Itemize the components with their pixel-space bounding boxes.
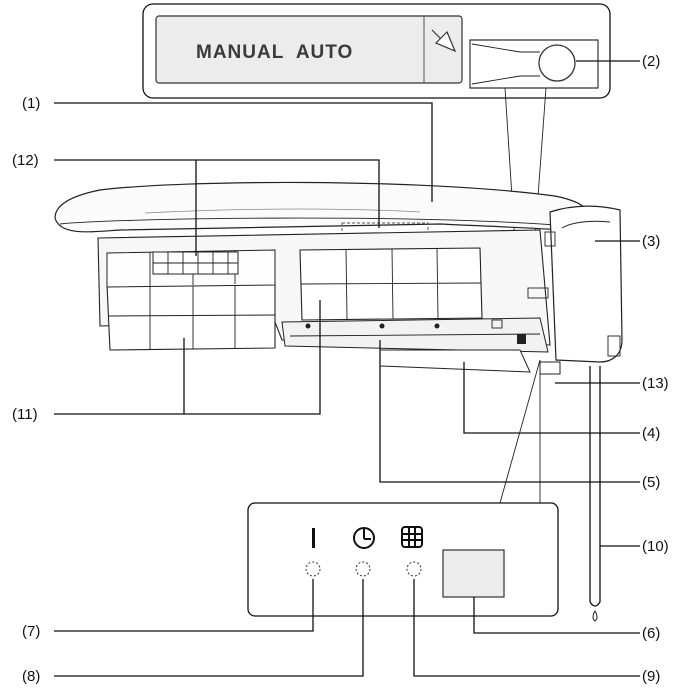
filter-lamp <box>406 561 422 577</box>
manual-auto-switch-zoom <box>469 39 599 89</box>
callout-6: (6) <box>642 625 660 642</box>
callout-10: (10) <box>642 538 669 555</box>
front-panel <box>54 181 589 233</box>
filter-grid-icon <box>401 526 423 548</box>
callout-9: (9) <box>642 668 660 685</box>
manual-auto-label: MANUAL AUTO <box>196 42 353 63</box>
indicator-zoom-panel <box>247 359 559 617</box>
callout-7: (7) <box>22 623 40 640</box>
callout-2: (2) <box>642 53 660 70</box>
drain-hose <box>589 366 601 622</box>
timer-lamp <box>355 561 371 577</box>
water-drop-icon <box>592 609 598 622</box>
timer-icon <box>353 527 375 549</box>
deodorizing-filter-left <box>152 251 239 275</box>
callout-5: (5) <box>642 474 660 491</box>
arrow-icon <box>431 29 457 53</box>
power-lamp <box>305 561 321 577</box>
callout-1: (1) <box>22 95 40 112</box>
indoor-unit <box>54 181 623 375</box>
leader-lines <box>54 60 640 677</box>
callout-13: (13) <box>642 375 669 392</box>
callout-4: (4) <box>642 425 660 442</box>
air-filter-right <box>299 247 483 321</box>
switch-zoom-panel: MANUAL AUTO <box>142 3 611 333</box>
callout-8: (8) <box>22 668 40 685</box>
callout-11: (11) <box>12 406 38 423</box>
callout-12: (12) <box>12 152 39 169</box>
power-indicator-icon <box>312 528 315 548</box>
callout-labels: (1) (2) (12) (3) (13) (11) (4) (5) (10) … <box>12 53 669 685</box>
callout-3: (3) <box>642 233 660 250</box>
signal-receiver <box>442 549 505 598</box>
